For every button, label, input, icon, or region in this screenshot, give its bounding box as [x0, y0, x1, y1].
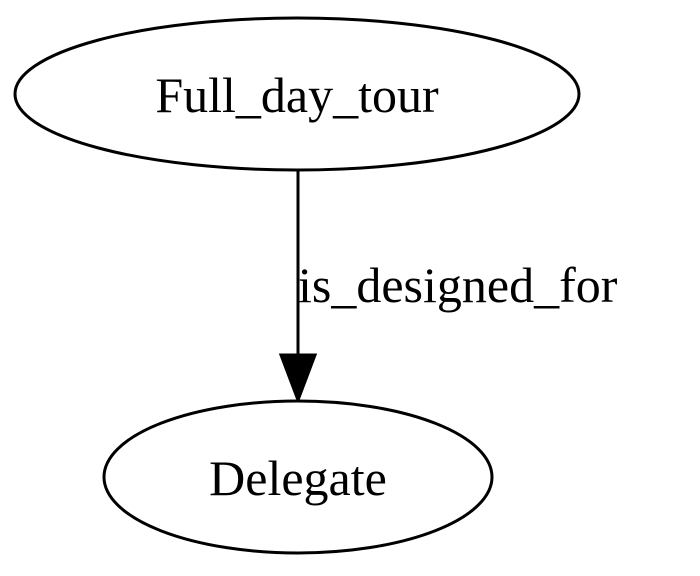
edge-arrowhead — [278, 353, 318, 405]
edge-is-designed-for: is_designed_for — [278, 170, 618, 405]
node-delegate: Delegate — [102, 399, 494, 555]
node-full-day-tour-label: Full_day_tour — [155, 67, 439, 123]
edge-label: is_designed_for — [298, 257, 618, 313]
node-delegate-label: Delegate — [209, 450, 387, 506]
node-full-day-tour: Full_day_tour — [13, 16, 581, 172]
node-delegate-shape — [102, 399, 494, 555]
